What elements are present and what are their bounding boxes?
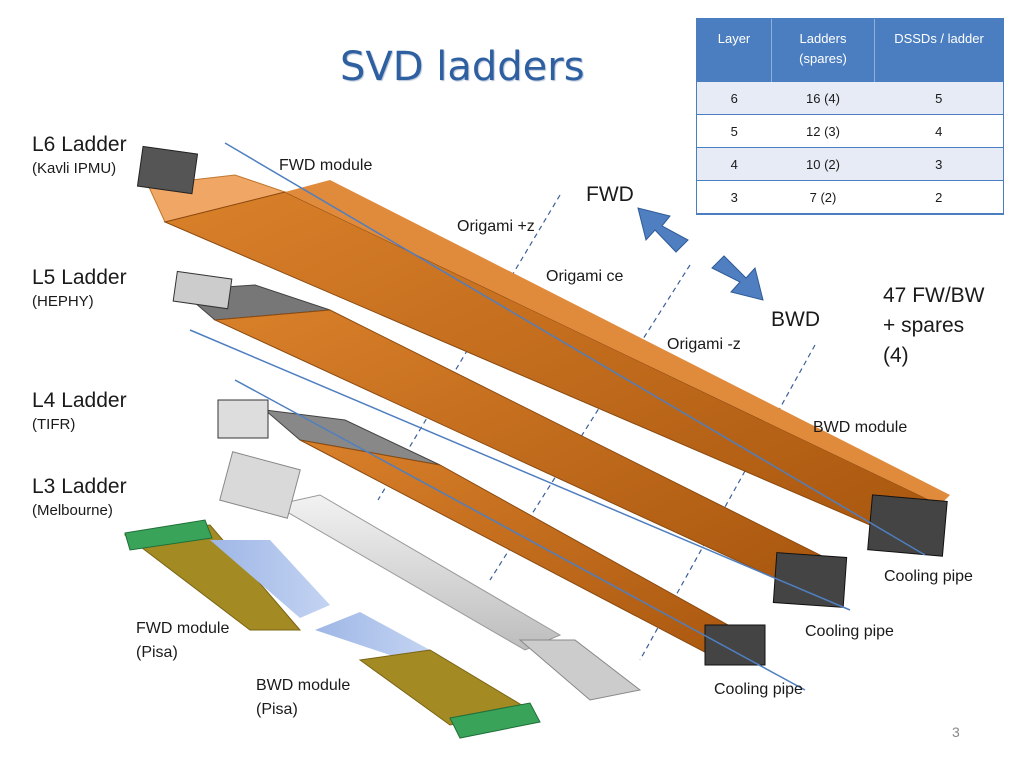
page-title: SVD ladders	[340, 44, 585, 90]
table-cell: 10 (2)	[771, 147, 875, 181]
l3-ladder-shape	[219, 451, 642, 701]
table-cell: 12 (3)	[771, 114, 875, 148]
module-count-label: 47 FW/BW + spares (4)	[883, 281, 985, 371]
table-cell: 3	[697, 180, 772, 214]
l6-ladder-name: L6 Ladder	[32, 133, 127, 156]
l5-ladder-label: L5 Ladder (HEPHY)	[32, 266, 127, 310]
origami-ce-label: Origami ce	[546, 268, 624, 285]
bwd-module-pisa-line2: (Pisa)	[256, 701, 298, 718]
axis-line-l4	[234, 379, 806, 691]
l4-ladder-institute: (TIFR)	[32, 416, 76, 434]
bwd-module-pisa-label: BWD module (Pisa)	[256, 674, 350, 722]
table-cell: 5	[697, 114, 772, 148]
table-cell: 2	[874, 180, 1003, 214]
bwd-arrow-icon	[711, 255, 764, 301]
l3-ladder-institute: (Melbourne)	[32, 502, 113, 520]
table-cell: 4	[697, 147, 772, 181]
pisa-fwd-module-shape	[123, 519, 330, 631]
l5-ladder-institute: (HEPHY)	[32, 293, 94, 311]
cooling-pipe-label-l5: Cooling pipe	[805, 623, 894, 640]
cooling-pipe-label-l6: Cooling pipe	[884, 568, 973, 585]
module-count-line2: + spares	[883, 314, 965, 337]
l3-ladder-name: L3 Ladder	[32, 475, 127, 498]
table-row: 4 10 (2) 3	[697, 147, 1003, 181]
l4-ladder-shape	[217, 399, 766, 666]
table-header-layer: Layer	[697, 19, 772, 82]
table-cell: 5	[874, 82, 1003, 115]
origami-pz-label: Origami +z	[457, 218, 535, 235]
module-count-line1: 47 FW/BW	[883, 284, 985, 307]
table-row: 3 7 (2) 2	[697, 180, 1003, 214]
table-cell: 6	[697, 82, 772, 115]
axis-line-l5	[189, 329, 851, 611]
fwd-label: FWD	[586, 183, 634, 206]
l4-ladder-label: L4 Ladder (TIFR)	[32, 389, 127, 433]
module-count-line3: (4)	[883, 344, 909, 367]
l6-ladder-institute: (Kavli IPMU)	[32, 160, 117, 178]
l6-ladder-shape	[136, 145, 950, 557]
layer-table: Layer Ladders (spares) DSSDs / ladder 6 …	[696, 18, 1004, 215]
pisa-bwd-module-shape	[315, 612, 541, 739]
table-header-ladders: Ladders (spares)	[771, 19, 875, 82]
bwd-label: BWD	[771, 308, 820, 331]
l3-ladder-label: L3 Ladder (Melbourne)	[32, 475, 127, 519]
fwd-module-pisa-line1: FWD module	[136, 620, 230, 637]
table-cell: 4	[874, 114, 1003, 148]
fwd-arrow-icon	[637, 207, 689, 253]
table-row: 5 12 (3) 4	[697, 114, 1003, 148]
table-header-dssds: DSSDs / ladder	[874, 19, 1003, 82]
l5-ladder-shape	[172, 270, 848, 608]
axis-line-l6	[224, 142, 926, 556]
bwd-module-pisa-line1: BWD module	[256, 677, 351, 694]
table-cell: 3	[874, 147, 1003, 181]
bwd-module-label: BWD module	[813, 419, 908, 436]
fwd-module-pisa-label: FWD module (Pisa)	[136, 617, 229, 665]
l6-ladder-label: L6 Ladder (Kavli IPMU)	[32, 133, 127, 177]
fwd-module-pisa-line2: (Pisa)	[136, 644, 178, 661]
origami-mz-label: Origami -z	[667, 336, 741, 353]
table-cell: 16 (4)	[771, 82, 875, 115]
table-row: 6 16 (4) 5	[697, 82, 1003, 115]
fwd-module-label: FWD module	[279, 157, 373, 174]
page-number: 3	[952, 724, 960, 740]
l5-ladder-name: L5 Ladder	[32, 266, 127, 289]
l4-ladder-name: L4 Ladder	[32, 389, 127, 412]
table-cell: 7 (2)	[771, 180, 875, 214]
cooling-pipe-label-l4: Cooling pipe	[714, 681, 803, 698]
